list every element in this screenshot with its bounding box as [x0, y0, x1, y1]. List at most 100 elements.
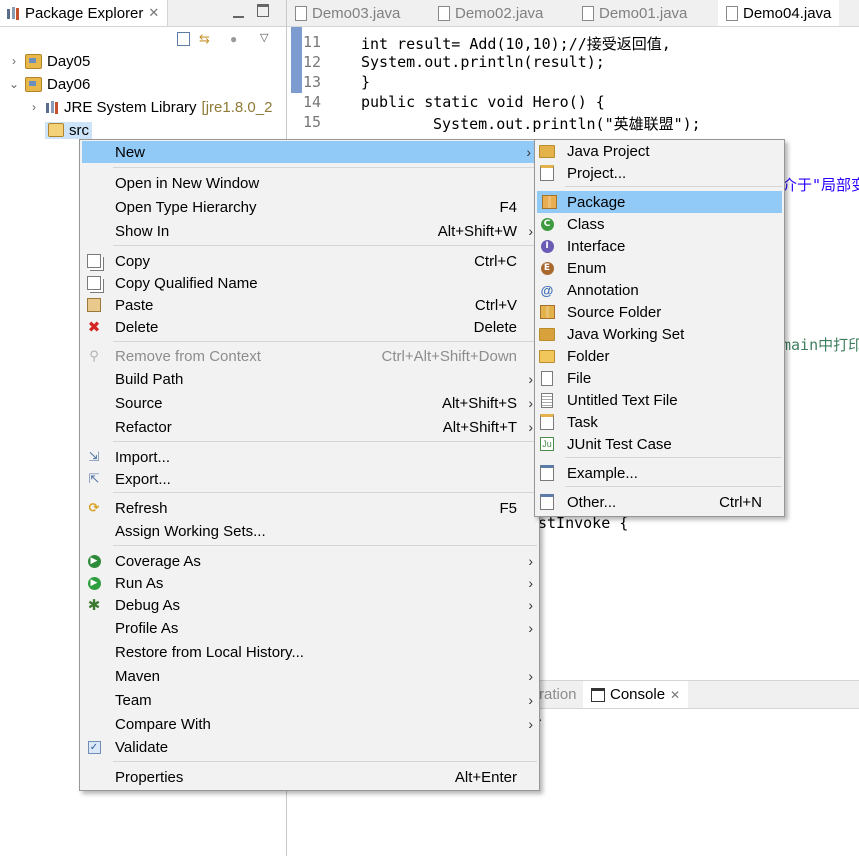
menu-item-run-as[interactable]: ▶ Run As ›: [80, 572, 539, 594]
copy-icon: [86, 253, 102, 269]
menu-item-assign-working-sets[interactable]: Assign Working Sets...: [80, 520, 539, 542]
example-icon: [539, 465, 555, 481]
submenu-item-task[interactable]: Task: [535, 411, 784, 433]
submenu-item-enum[interactable]: E Enum: [535, 257, 784, 279]
menu-item-export[interactable]: ⇱ Export...: [80, 468, 539, 490]
java-project-icon: [25, 53, 42, 69]
menu-item-copy-qualified-name[interactable]: Copy Qualified Name: [80, 272, 539, 294]
menu-item-label: Validate: [115, 738, 169, 756]
junit-icon: Ju: [539, 436, 555, 452]
code-line: 15 System.out.println("英雄联盟");: [287, 113, 701, 133]
submenu-item-other[interactable]: Other... Ctrl+N: [535, 491, 784, 513]
menu-item-label: Debug As: [115, 596, 181, 614]
tree-item-jre-library[interactable]: › JRE System Library [jre1.8.0_2: [8, 96, 272, 118]
console-tab[interactable]: Console ✕: [583, 681, 689, 708]
focus-icon[interactable]: ●: [230, 32, 238, 46]
menu-item-label: Restore from Local History...: [115, 643, 304, 661]
submenu-item-junit-test-case[interactable]: Ju JUnit Test Case: [535, 433, 784, 455]
menu-item-label: Open in New Window: [115, 174, 260, 192]
menu-item-copy[interactable]: Copy Ctrl+C: [80, 250, 539, 272]
submenu-item-package[interactable]: Package: [537, 191, 782, 213]
menu-item-shortcut: Alt+Shift+T: [442, 418, 517, 436]
package-explorer-tabbar: Package Explorer ✕: [0, 0, 286, 27]
menu-item-new[interactable]: New ›: [82, 141, 537, 163]
menu-item-maven[interactable]: Maven ›: [80, 665, 539, 687]
menu-item-coverage-as[interactable]: ▶ Coverage As ›: [80, 550, 539, 572]
class-icon: C: [539, 216, 555, 232]
package-explorer-tab[interactable]: Package Explorer ✕: [0, 0, 169, 26]
submenu-item-java-working-set[interactable]: Java Working Set: [535, 323, 784, 345]
menu-item-label: Open Type Hierarchy: [115, 198, 257, 216]
menu-item-show-in[interactable]: Show In Alt+Shift+W ›: [80, 220, 539, 242]
refresh-icon: ⟳: [88, 500, 100, 515]
submenu-item-label: File: [567, 369, 592, 387]
close-icon[interactable]: ✕: [148, 5, 160, 20]
tree-item-src[interactable]: src: [8, 119, 272, 141]
editor-tab-demo01[interactable]: Demo01.java: [574, 0, 695, 26]
minimize-icon[interactable]: [233, 5, 244, 18]
menu-item-restore-local-history[interactable]: Restore from Local History...: [80, 641, 539, 663]
menu-item-label: Profile As: [115, 619, 179, 637]
menu-item-properties[interactable]: Properties Alt+Enter: [80, 766, 539, 788]
submenu-item-shortcut: Ctrl+N: [719, 493, 762, 511]
package-explorer-toolbar: ⇆ ● ▽: [170, 30, 280, 48]
java-file-icon: [295, 5, 307, 21]
line-number: 15: [302, 113, 321, 131]
submenu-item-file[interactable]: File: [535, 367, 784, 389]
menu-separator: [113, 545, 537, 546]
editor-tab-demo04[interactable]: Demo04.java: [718, 0, 840, 26]
code-line: 14 public static void Hero() {: [287, 93, 701, 113]
submenu-item-untitled-text-file[interactable]: Untitled Text File: [535, 389, 784, 411]
menu-item-delete[interactable]: ✖ Delete Delete: [80, 316, 539, 338]
tree-item-day05[interactable]: › Day05: [8, 50, 272, 72]
other-wizard-icon: [539, 494, 555, 510]
submenu-item-annotation[interactable]: @ Annotation: [535, 279, 784, 301]
chevron-right-icon[interactable]: ›: [32, 100, 36, 114]
chevron-right-icon[interactable]: ›: [12, 54, 16, 68]
package-explorer-title: Package Explorer: [25, 4, 144, 22]
menu-item-import[interactable]: ⇲ Import...: [80, 446, 539, 468]
tree-item-day06[interactable]: ⌄ Day06: [8, 73, 272, 95]
menu-item-source[interactable]: Source Alt+Shift+S ›: [80, 392, 539, 414]
editor-tab-demo02[interactable]: Demo02.java: [430, 0, 551, 26]
submenu-item-project[interactable]: Project...: [535, 162, 784, 184]
submenu-item-example[interactable]: Example...: [535, 462, 784, 484]
menu-item-open-in-new-window[interactable]: Open in New Window: [80, 172, 539, 194]
editor-tab-demo03[interactable]: Demo03.java: [287, 0, 408, 26]
submenu-item-java-project[interactable]: Java Project: [535, 140, 784, 162]
menu-item-paste[interactable]: Paste Ctrl+V: [80, 294, 539, 316]
delete-icon: ✖: [87, 319, 101, 336]
submenu-item-class[interactable]: C Class: [535, 213, 784, 235]
import-icon: ⇲: [88, 449, 100, 464]
menu-item-open-type-hierarchy[interactable]: Open Type Hierarchy F4: [80, 196, 539, 218]
view-menu-icon[interactable]: ▽: [260, 32, 269, 44]
menu-item-team[interactable]: Team ›: [80, 689, 539, 711]
submenu-item-interface[interactable]: I Interface: [535, 235, 784, 257]
package-icon: [541, 194, 557, 210]
tree-item-label: Day05: [47, 52, 91, 70]
menu-item-build-path[interactable]: Build Path ›: [80, 368, 539, 390]
link-with-editor-icon[interactable]: ⇆: [199, 31, 210, 46]
submenu-item-folder[interactable]: Folder: [535, 345, 784, 367]
submenu-item-source-folder[interactable]: Source Folder: [535, 301, 784, 323]
close-icon[interactable]: ✕: [670, 687, 681, 702]
java-project-icon: [25, 76, 42, 92]
source-folder-icon: [48, 123, 64, 137]
remove-context-icon: ⚲: [89, 348, 99, 363]
chevron-right-icon: ›: [528, 668, 533, 684]
editor-tabbar: Demo03.java Demo02.java Demo01.java Demo…: [287, 0, 859, 27]
run-icon: ▶: [86, 575, 102, 591]
menu-item-validate[interactable]: ✓ Validate: [80, 736, 539, 758]
menu-item-refactor[interactable]: Refactor Alt+Shift+T ›: [80, 416, 539, 438]
menu-item-compare-with[interactable]: Compare With ›: [80, 713, 539, 735]
partial-tab-label[interactable]: ration: [539, 686, 577, 703]
menu-item-refresh[interactable]: ⟳ Refresh F5: [80, 497, 539, 519]
chevron-down-icon[interactable]: ⌄: [8, 77, 20, 91]
submenu-item-label: Annotation: [567, 281, 639, 299]
editor-tab-label: Demo03.java: [312, 4, 401, 22]
chevron-right-icon: ›: [528, 716, 533, 732]
collapse-all-icon[interactable]: [177, 32, 190, 46]
maximize-icon[interactable]: [257, 4, 269, 17]
menu-item-debug-as[interactable]: ✱ Debug As ›: [80, 594, 539, 616]
menu-item-profile-as[interactable]: Profile As ›: [80, 617, 539, 639]
